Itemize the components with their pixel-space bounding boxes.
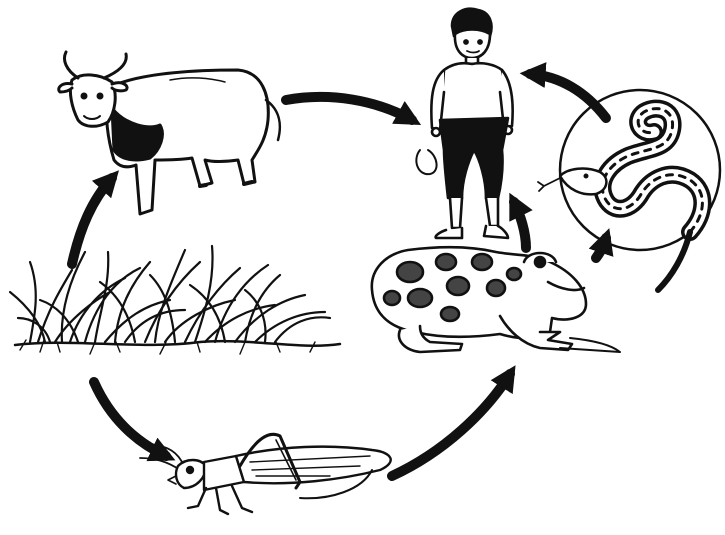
cow-icon — [59, 52, 280, 214]
arrow-cow-to-boy — [286, 97, 412, 120]
arrow-grass-to-grasshopper — [94, 382, 166, 456]
grasshopper-icon — [140, 434, 391, 514]
arrow-snake-to-boy — [530, 74, 606, 118]
grass-icon — [10, 246, 340, 354]
arrow-grass-to-cow — [72, 178, 112, 264]
arrow-grasshopper-to-frog — [392, 374, 510, 476]
frog-icon — [372, 247, 620, 352]
arrow-frog-to-boy — [514, 202, 526, 248]
snake-icon — [538, 90, 720, 290]
boy-icon — [416, 9, 512, 238]
arrow-frog-to-snake — [596, 238, 606, 258]
